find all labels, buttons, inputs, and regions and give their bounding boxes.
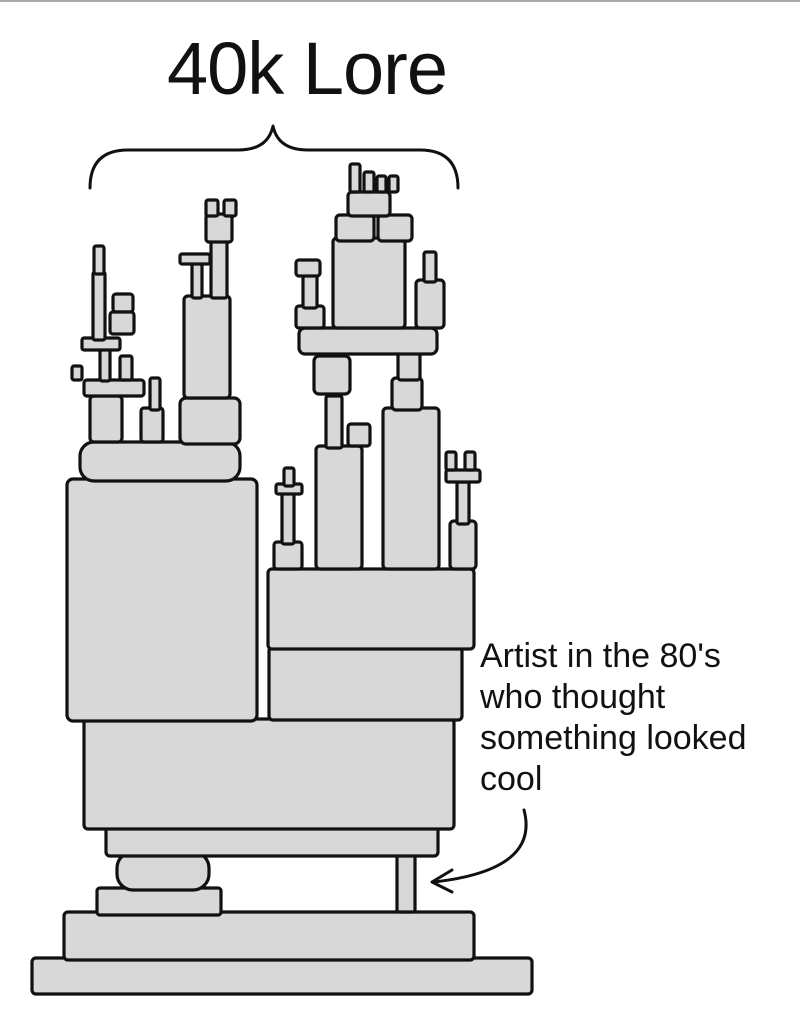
right-platform [297,326,439,356]
right-castle-tip [422,250,438,284]
mid-tower-body [314,444,364,571]
tall-tower-body [381,406,441,571]
right-peg-shaft [280,490,296,546]
mid-tower-head [312,354,352,396]
base-slab-second [62,910,476,962]
right-edge-tip [444,450,458,472]
center-left-shaft [209,238,229,300]
center-left-base [178,396,242,446]
pointer-arrow [432,808,528,884]
base-slab-bottom [30,956,534,996]
left-cap-slab [78,440,242,483]
pointer-arrowhead [430,868,454,894]
left-spire-cube [108,310,136,336]
mid-tower-nub [346,422,372,448]
left-spire-base [88,394,124,444]
left-spire-ledge [82,378,146,398]
right-edge-tip [463,450,477,472]
center-left-cap [204,212,234,244]
left-spire-peg [118,354,134,382]
right-upper-block [266,567,476,651]
right-edge-shaft [455,480,471,526]
left-spire-shaft [91,270,107,342]
thin-support-post [395,850,417,914]
top-border [0,0,800,2]
mid-tower-neck [324,394,344,450]
top-castle-left [334,213,376,243]
left-large-block [65,477,259,723]
right-edge-block [448,519,478,571]
right-peg-stand [272,540,304,571]
base-rounded-stone [115,850,211,892]
right-castle-block [414,278,446,330]
small-spire-tip [148,376,162,412]
left-castle-shaft [301,272,319,310]
artist-annotation: Artist in the 80's who thought something… [480,637,747,798]
crown-spike [375,174,388,194]
top-castle-body [331,236,407,330]
right-platform-support [396,350,422,382]
small-spire-block [139,406,165,444]
top-castle-right [376,213,414,243]
center-left-cross [178,252,212,266]
center-left-tip [204,198,220,218]
left-spire-tip [92,244,106,276]
left-castle-tip [294,258,322,278]
center-left-tip [222,198,238,218]
right-peg-tip [282,466,296,488]
center-left-peg [190,258,204,300]
tall-tower-cap [390,376,424,412]
left-spire-peg [70,364,84,382]
main-lower-block [82,717,456,831]
crown-spike [387,174,400,194]
top-castle-crown [346,190,392,218]
left-spire-upper [98,346,112,383]
crown-spike [362,170,376,194]
crown-spike [348,162,362,194]
left-spire-cube [111,292,135,314]
center-left-body [182,294,232,400]
right-middle-block [267,645,464,722]
right-edge-cross [444,468,482,484]
base-step [95,886,223,917]
comic-title: 40k Lore [167,27,448,110]
curly-brace [88,124,460,190]
